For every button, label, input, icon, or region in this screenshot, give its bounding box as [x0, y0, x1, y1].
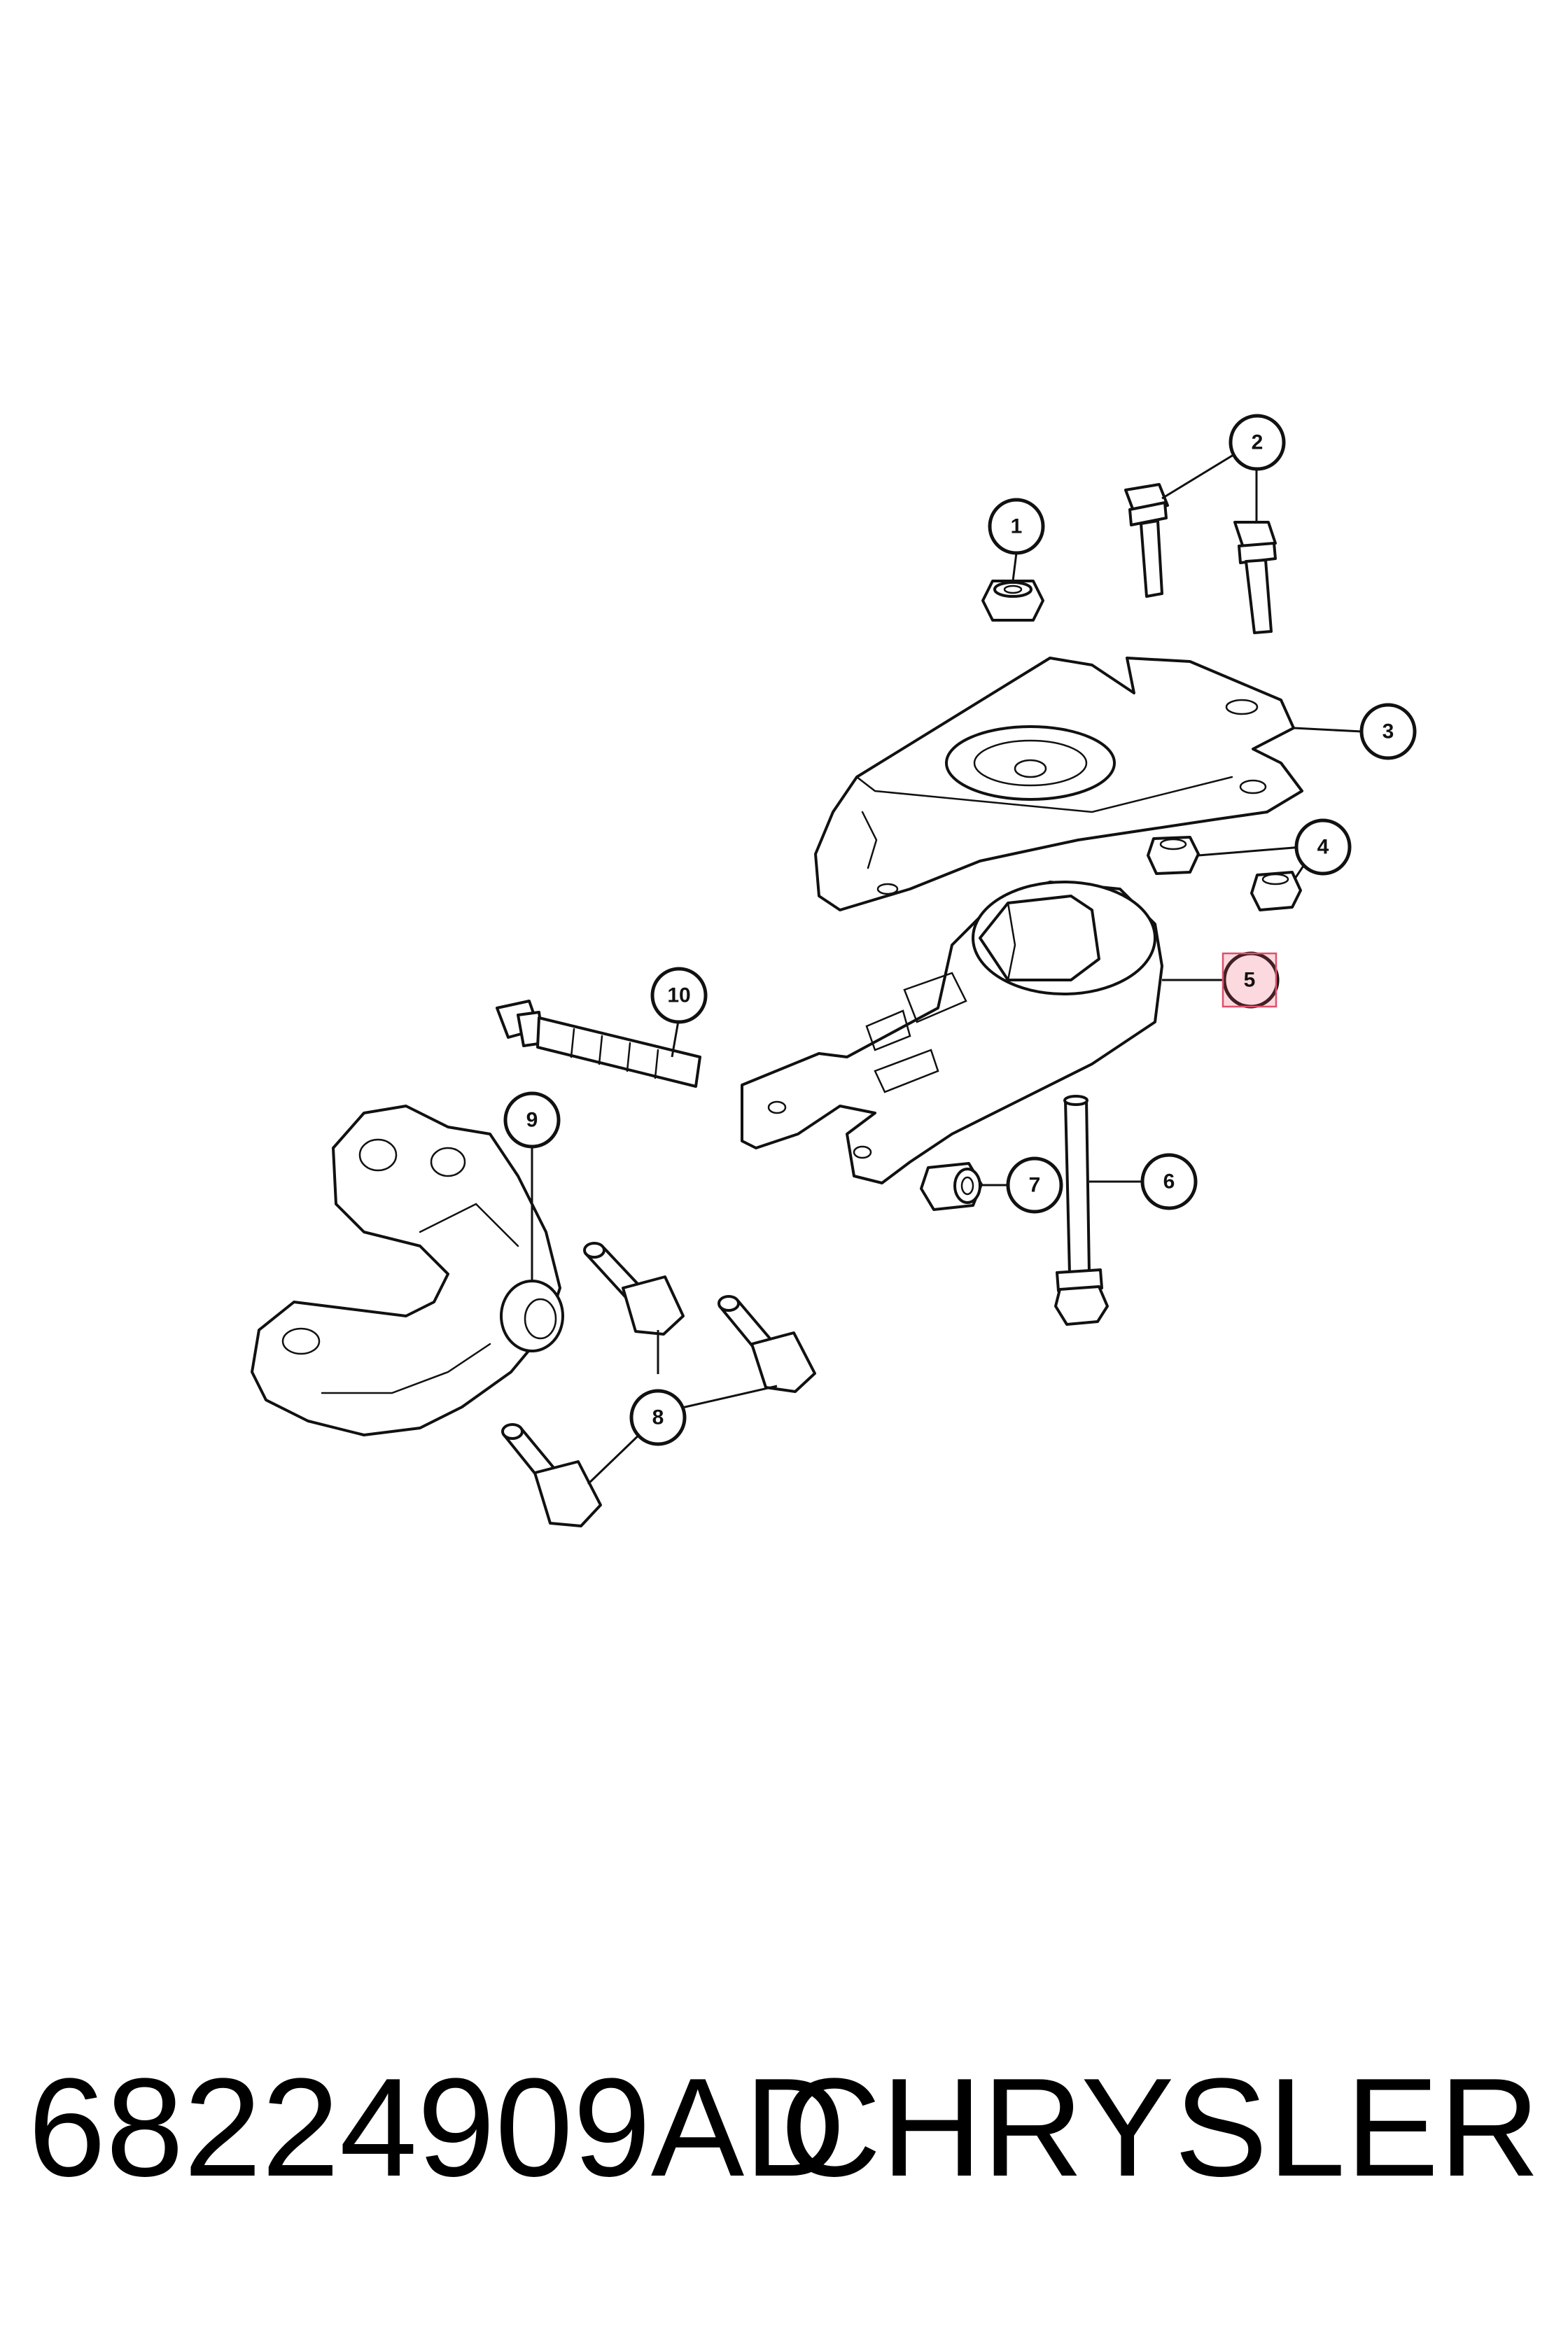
part-9-lower-bracket [251, 1105, 564, 1436]
part-7-nut [920, 1162, 983, 1211]
part-4-nut-right [1250, 871, 1302, 911]
part-10-long-bolt [496, 1000, 701, 1088]
callout-5-highlight [1222, 952, 1278, 1008]
callout-9: 9 [503, 1091, 561, 1149]
part-2-bolt-left [1124, 483, 1169, 598]
callout-5-label: 5 [1244, 969, 1256, 992]
part-2-bolt-right [1233, 521, 1277, 634]
brand-name: CHRYSLER [780, 2050, 1540, 2206]
part-8-bolt-right [718, 1295, 816, 1393]
callout-5: 5 [1222, 951, 1280, 1009]
callout-10: 10 [650, 967, 708, 1024]
part-1-flange-nut [981, 580, 1044, 622]
part-3-bracket [814, 657, 1303, 911]
callout-3: 3 [1359, 703, 1417, 760]
callout-10-label: 10 [667, 984, 690, 1007]
callout-2: 2 [1228, 414, 1286, 471]
callout-6: 6 [1140, 1153, 1198, 1210]
part-number: 68224909AD [28, 2050, 846, 2206]
caption-bar: 68224909AD CHRYSLER [0, 2044, 1568, 2212]
callout-1-label: 1 [1011, 515, 1023, 538]
part-8-bolt-bottom [501, 1423, 602, 1527]
part-8-bolt-top [583, 1242, 685, 1336]
callout-1: 1 [988, 498, 1045, 555]
leader-lines [531, 450, 1362, 1485]
callout-8-label: 8 [652, 1406, 664, 1429]
callout-3-label: 3 [1382, 720, 1394, 743]
callout-9-label: 9 [526, 1109, 538, 1132]
callout-4: 4 [1294, 818, 1352, 876]
part-6-long-bolt [1054, 1095, 1109, 1326]
part-4-nut-left [1147, 836, 1200, 875]
callout-8: 8 [629, 1389, 687, 1446]
callout-7-label: 7 [1029, 1174, 1041, 1197]
callout-7: 7 [1006, 1156, 1063, 1214]
callout-6-label: 6 [1163, 1170, 1175, 1194]
callout-2-label: 2 [1252, 431, 1264, 454]
callout-4-label: 4 [1317, 836, 1329, 859]
part-5-engine-mount [741, 881, 1163, 1184]
